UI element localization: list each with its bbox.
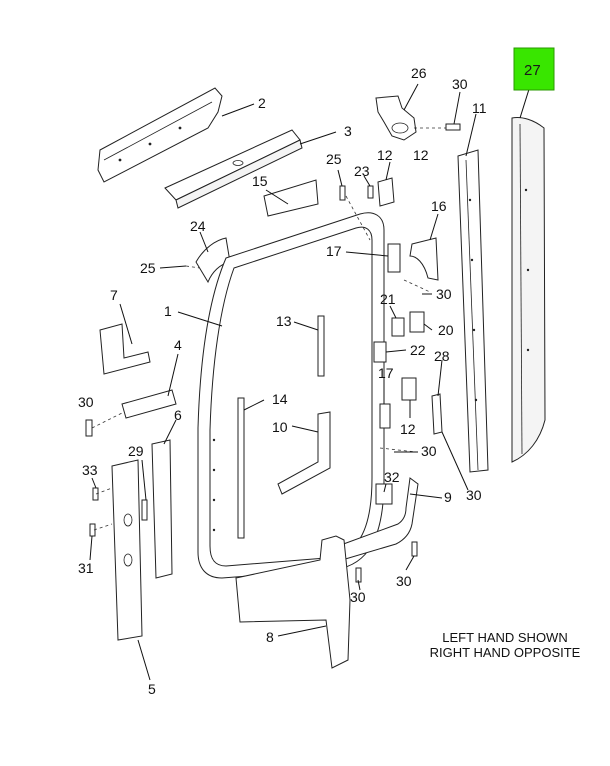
callout-27: 27	[524, 62, 541, 79]
part-6-post	[151, 439, 173, 579]
callout-6: 6	[174, 407, 182, 423]
part-12-bracket-lower	[401, 377, 417, 401]
callout-4: 4	[174, 337, 182, 353]
callout-21: 21	[380, 291, 396, 307]
callout-27-highlight	[513, 47, 555, 91]
part-29-screw	[141, 499, 148, 521]
callout-9: 9	[444, 489, 452, 505]
callout-30: 30	[78, 394, 94, 410]
callout-22: 22	[410, 342, 426, 358]
orientation-note: LEFT HAND SHOWN RIGHT HAND OPPOSITE	[420, 630, 590, 660]
callout-12: 12	[400, 421, 416, 437]
callout-28: 28	[434, 348, 450, 364]
part-4-plate	[121, 389, 177, 419]
callout-3: 3	[344, 123, 352, 139]
callout-25: 25	[326, 151, 342, 167]
part-15-plate	[263, 179, 319, 217]
callout-1: 1	[164, 303, 172, 319]
part-33-screw	[92, 487, 99, 501]
part-14-strip	[237, 397, 245, 539]
callout-30: 30	[466, 487, 482, 503]
part-30-fastener-lower-right	[411, 541, 418, 557]
callout-13: 13	[276, 313, 292, 329]
callout-16: 16	[431, 198, 447, 214]
part-1-door-frame	[197, 212, 385, 579]
part-12-bracket-top	[377, 177, 395, 207]
callout-24: 24	[190, 218, 206, 234]
note-line-2: RIGHT HAND OPPOSITE	[429, 645, 581, 660]
callout-2: 2	[258, 95, 266, 111]
callout-17: 17	[326, 243, 342, 259]
part-26-bracket	[375, 95, 417, 141]
part-5-hinge-pillar	[111, 459, 143, 641]
part-30-fastener-left	[85, 419, 93, 437]
note-line-1: LEFT HAND SHOWN	[442, 630, 568, 645]
callout-8: 8	[266, 629, 274, 645]
part-17-bracket-lower	[379, 403, 391, 429]
callout-7: 7	[110, 287, 118, 303]
callout-33: 33	[82, 462, 98, 478]
part-7-bracket	[99, 323, 151, 375]
part-8-lower-trim	[235, 535, 351, 669]
callout-11: 11	[472, 100, 487, 116]
part-3-lower-rail	[164, 129, 303, 209]
part-2-top-rail	[97, 87, 223, 183]
part-9-lower-panel	[337, 477, 419, 561]
callout-10: 10	[272, 419, 288, 435]
part-21-block	[391, 317, 405, 337]
part-10-reinforcement	[277, 411, 331, 495]
part-25-screw-top	[339, 185, 346, 201]
callout-15: 15	[252, 173, 268, 189]
callout-17: 17	[378, 365, 394, 381]
part-30-fastener-top	[414, 123, 461, 131]
callout-29: 29	[128, 443, 144, 459]
callout-30: 30	[421, 443, 437, 459]
part-13-strip	[317, 315, 325, 377]
part-17-bracket-upper	[387, 243, 401, 273]
callout-25: 25	[140, 260, 156, 276]
callout-30: 30	[350, 589, 366, 605]
callout-20: 20	[438, 322, 454, 338]
callout-30: 30	[436, 286, 452, 302]
part-22-striker	[373, 341, 387, 363]
callout-23: 23	[354, 163, 370, 179]
callout-32: 32	[384, 469, 400, 485]
part-23-clip	[367, 185, 374, 199]
callout-30: 30	[396, 573, 412, 589]
callout-12: 12	[377, 147, 393, 163]
part-32-bracket	[375, 483, 393, 505]
callout-14: 14	[272, 391, 288, 407]
callout-5: 5	[148, 681, 156, 697]
callout-31: 31	[78, 560, 94, 576]
part-28-strip	[431, 393, 443, 435]
part-16-bracket	[409, 237, 439, 281]
callout-12: 12	[413, 147, 429, 163]
part-27-edge-panel	[511, 117, 546, 463]
part-20-clip	[409, 311, 425, 333]
part-11-pillar	[457, 149, 489, 473]
callout-30: 30	[452, 76, 468, 92]
callout-26: 26	[411, 65, 427, 81]
part-30-fastener-lower-left	[355, 567, 362, 583]
